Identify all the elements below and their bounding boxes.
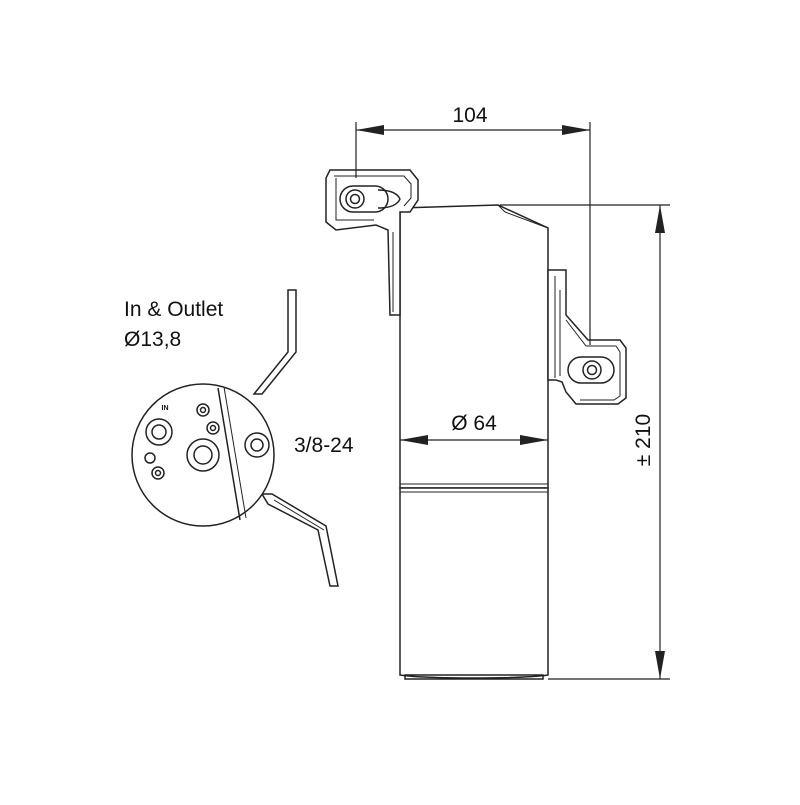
diameter-dimension-value: Ø 64 bbox=[451, 412, 497, 435]
upper-bracket bbox=[325, 169, 419, 316]
diameter-dimension bbox=[400, 435, 548, 445]
port-detail-view bbox=[131, 289, 339, 587]
port-label-line1: In & Outlet bbox=[124, 298, 223, 321]
width-dimension-value: 104 bbox=[452, 104, 487, 127]
height-dimension bbox=[500, 204, 670, 680]
width-dimension bbox=[355, 122, 591, 345]
drier-body bbox=[399, 204, 549, 680]
side-bracket bbox=[547, 269, 627, 405]
port-label-line2: Ø13,8 bbox=[124, 328, 181, 351]
port-in-marker: IN bbox=[162, 405, 169, 412]
height-dimension-value: ± 210 bbox=[632, 414, 655, 466]
thread-label: 3/8-24 bbox=[294, 434, 354, 457]
